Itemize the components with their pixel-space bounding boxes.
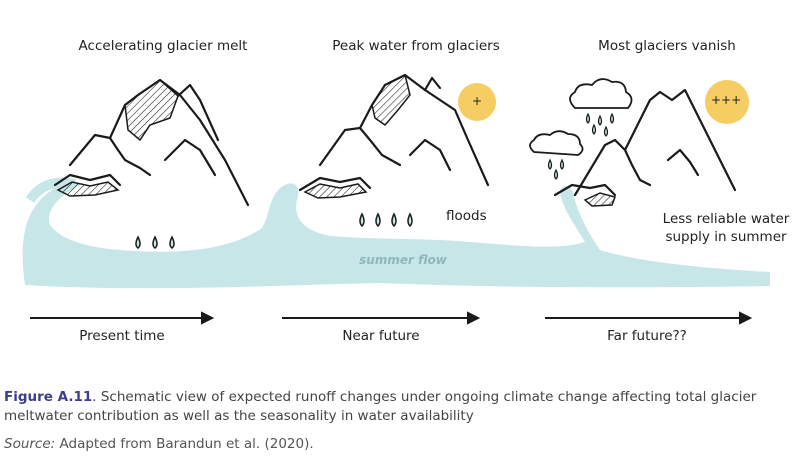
reliability-note: Less reliable water supply in summer bbox=[663, 210, 790, 246]
glacier-ice-panel-2 bbox=[371, 73, 411, 127]
reliability-note-line-1: Less reliable water bbox=[662, 211, 790, 227]
time-label-present: Present time bbox=[79, 328, 165, 344]
summer-flow-river bbox=[22, 183, 770, 289]
panel-2-title: Peak water from glaciers bbox=[332, 38, 500, 54]
rain-drops-large-cloud bbox=[585, 112, 615, 137]
reliability-note-line-2: supply in summer bbox=[665, 229, 787, 245]
time-arrows bbox=[30, 311, 753, 325]
sun-label-panel-3: +++ bbox=[711, 93, 742, 107]
figure-caption: Figure A.11. Schematic view of expected … bbox=[4, 388, 794, 426]
cloud-small-icon bbox=[529, 130, 584, 156]
glacier-tongue-panel-1 bbox=[56, 181, 120, 197]
time-label-far-future: Far future?? bbox=[607, 328, 687, 344]
river-label: summer flow bbox=[359, 253, 448, 267]
panel-1-title: Accelerating glacier melt bbox=[78, 38, 248, 54]
glacier-ice-panel-1 bbox=[124, 79, 179, 142]
glacier-remnant-panel-3 bbox=[583, 192, 616, 207]
panel-3-title: Most glaciers vanish bbox=[598, 38, 736, 54]
figure-number: Figure A.11 bbox=[4, 389, 93, 405]
floods-label: floods bbox=[446, 208, 487, 224]
sun-panel-2 bbox=[458, 83, 496, 121]
water-drops-panel-1 bbox=[135, 235, 175, 249]
glacier-runoff-diagram: summer flow bbox=[22, 73, 770, 325]
time-label-near-future: Near future bbox=[342, 328, 420, 344]
caption-text: . Schematic view of expected runoff chan… bbox=[4, 389, 757, 424]
rain-drops-small-cloud bbox=[547, 158, 565, 180]
source-text: Adapted from Barandun et al. (2020). bbox=[55, 436, 314, 452]
sun-panel-3 bbox=[705, 80, 749, 124]
sun-label-panel-2: + bbox=[472, 94, 483, 108]
mountains-panel-3 bbox=[553, 88, 737, 197]
figure-source: Source: Adapted from Barandun et al. (20… bbox=[4, 436, 314, 452]
source-label: Source: bbox=[4, 436, 56, 452]
water-drops-panel-2 bbox=[359, 212, 413, 228]
glacier-tongue-panel-2 bbox=[303, 183, 368, 199]
mountains-panel-1 bbox=[53, 78, 250, 207]
cloud-large-icon bbox=[569, 78, 633, 109]
